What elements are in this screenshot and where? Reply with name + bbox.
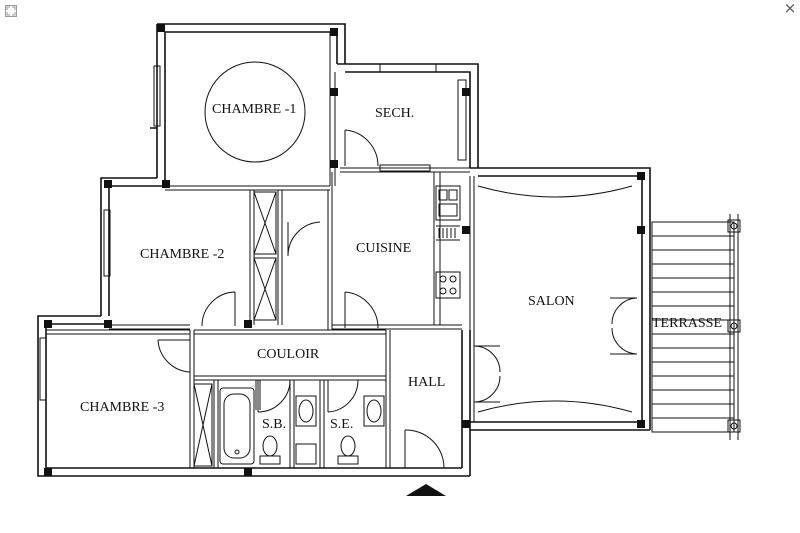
windows [39,63,467,401]
round-rug [204,61,306,163]
label-couloir: COULOIR [257,347,320,362]
expand-icon[interactable] [3,3,19,19]
label-salon: SALON [528,294,575,309]
label-cuisine: CUISINE [356,241,411,256]
terrace [651,214,741,440]
label-se: S.E. [330,417,353,432]
fixtures [193,61,633,496]
label-chambre-2: CHAMBRE -2 [140,247,224,262]
label-hall: HALL [408,375,445,390]
exterior-walls [37,23,651,477]
label-terrasse: TERRASSE [652,316,722,331]
room-labels: CHAMBRE -1 SECH. CHAMBRE -2 CUISINE SALO… [80,102,722,432]
label-sech: SECH. [375,106,414,121]
doors [157,129,638,469]
label-chambre-3: CHAMBRE -3 [80,400,164,415]
close-icon[interactable]: × [783,0,797,17]
label-chambre-1: CHAMBRE -1 [212,102,296,117]
label-sb: S.B. [262,417,286,432]
